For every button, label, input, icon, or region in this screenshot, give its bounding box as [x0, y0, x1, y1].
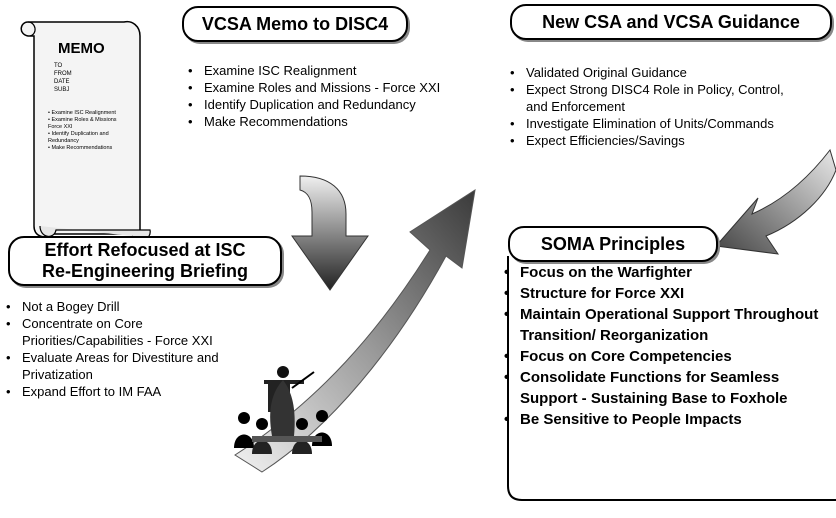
vcsa-memo-list: Examine ISC Realignment Examine Roles an… [184, 62, 454, 130]
guidance-list: Validated Original Guidance Expect Stron… [506, 64, 796, 149]
memo-item: Force XXI [48, 124, 73, 130]
guidance-title: New CSA and VCSA Guidance [510, 4, 832, 40]
list-item: Make Recommendations [184, 113, 454, 130]
rising-arrow [234, 188, 476, 473]
list-item: Expect Efficiencies/Savings [506, 132, 796, 149]
memo-item: • Make Recommendations [48, 145, 113, 151]
audience-clipart-icon [234, 366, 332, 454]
curved-arrow [715, 148, 836, 255]
memo-item: • Examine ISC Realignment [48, 110, 116, 116]
down-arrow [291, 175, 369, 291]
list-item: Concentrate on Core Priorities/Capabilit… [2, 315, 252, 349]
list-item: Focus on Core Competencies [500, 346, 834, 367]
list-item: Evaluate Areas for Divestiture and Priva… [2, 349, 252, 383]
memo-item: • Examine Roles & Missions [48, 117, 117, 123]
list-item: Maintain Operational Support Throughout … [500, 304, 834, 346]
list-item: Validated Original Guidance [506, 64, 796, 81]
soma-box [507, 256, 836, 501]
list-item: Not a Bogey Drill [2, 298, 252, 315]
list-item: Examine ISC Realignment [184, 62, 454, 79]
list-item: Expect Strong DISC4 Role in Policy, Cont… [506, 81, 796, 115]
memo-header: TO FROM DATE SUBJ [54, 62, 72, 94]
memo-date: DATE [54, 79, 70, 85]
effort-title: Effort Refocused at ISC Re-Engineering B… [8, 236, 282, 286]
list-item: Examine Roles and Missions - Force XXI [184, 79, 454, 96]
list-item: Identify Duplication and Redundancy [184, 96, 454, 113]
list-item: Consolidate Functions for Seamless Suppo… [500, 367, 834, 409]
soma-title: SOMA Principles [508, 226, 718, 262]
list-item: Investigate Elimination of Units/Command… [506, 115, 796, 132]
memo-items: • Examine ISC Realignment • Examine Role… [48, 110, 134, 152]
memo-item: Redundancy [48, 138, 79, 144]
effort-title-line2: Re-Engineering Briefing [41, 261, 248, 281]
memo-title: MEMO [58, 40, 105, 57]
list-item: Structure for Force XXI [500, 283, 834, 304]
soma-list: Focus on the Warfighter Structure for Fo… [500, 262, 834, 430]
memo-subj: SUBJ [54, 87, 70, 93]
memo-from: FROM [54, 71, 72, 77]
memo-item: • Identify Duplication and [48, 131, 109, 137]
list-item: Focus on the Warfighter [500, 262, 834, 283]
list-item: Be Sensitive to People Impacts [500, 409, 834, 430]
list-item: Expand Effort to IM FAA [2, 383, 252, 400]
memo-to: TO [54, 63, 63, 69]
effort-list: Not a Bogey Drill Concentrate on Core Pr… [2, 298, 252, 400]
vcsa-memo-title: VCSA Memo to DISC4 [182, 6, 408, 42]
effort-title-line1: Effort Refocused at ISC [44, 240, 246, 260]
